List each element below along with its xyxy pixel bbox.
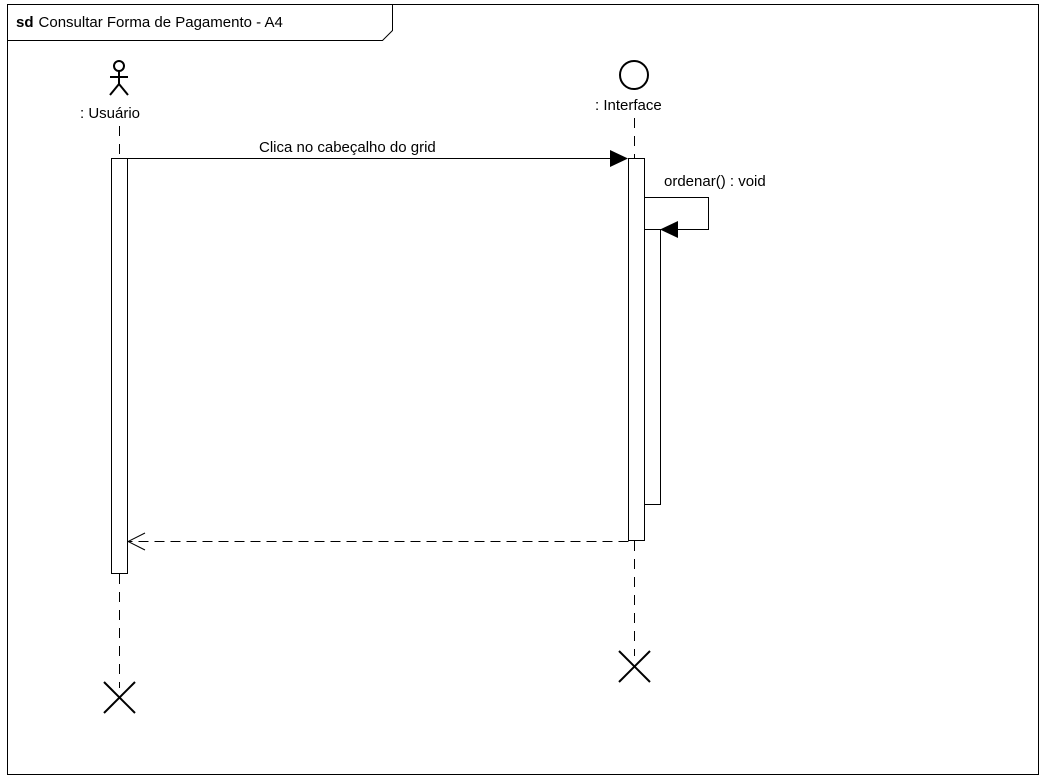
message-label-ordenar: ordenar() : void bbox=[664, 173, 766, 190]
actor-icon bbox=[109, 60, 129, 96]
frame-title: Consultar Forma de Pagamento - A4 bbox=[39, 14, 283, 31]
frame-title-tab bbox=[7, 4, 393, 41]
open-arrowhead-icon bbox=[126, 532, 146, 551]
activation-bar-interface-nested bbox=[644, 229, 661, 505]
filled-arrowhead-icon bbox=[660, 221, 678, 238]
frame-keyword: sd bbox=[16, 14, 34, 31]
destroy-x-icon-interface bbox=[618, 650, 651, 683]
diagram-frame bbox=[7, 4, 1039, 775]
lifeline-label-interface: : Interface bbox=[595, 97, 662, 114]
filled-arrowhead-icon bbox=[610, 150, 628, 167]
activation-bar-interface bbox=[628, 158, 645, 541]
boundary-circle-icon bbox=[619, 60, 649, 90]
destroy-x-icon-usuario bbox=[103, 681, 136, 714]
self-message-arrow-ordenar bbox=[644, 197, 709, 230]
lifeline-label-usuario: : Usuário bbox=[80, 105, 140, 122]
message-label-clica: Clica no cabeçalho do grid bbox=[259, 139, 436, 156]
activation-bar-usuario bbox=[111, 158, 128, 574]
